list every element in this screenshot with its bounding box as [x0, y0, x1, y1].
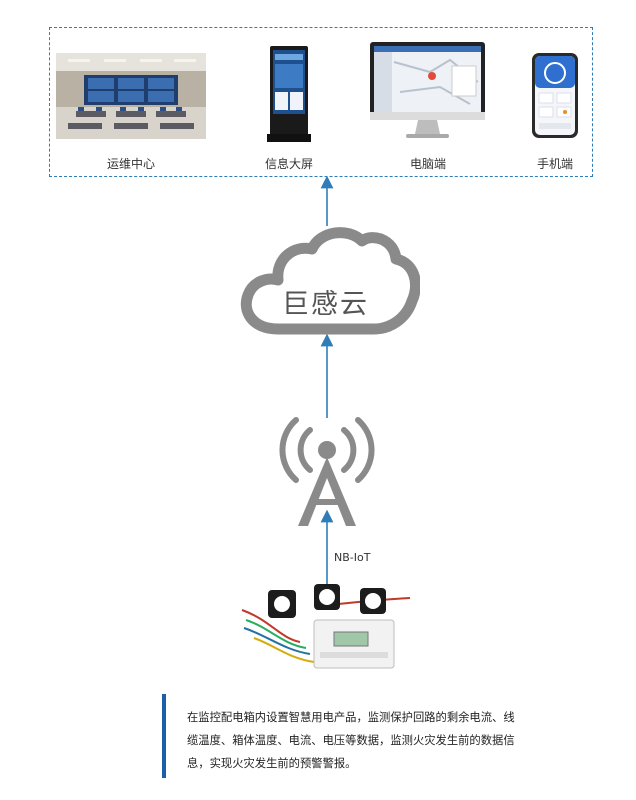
description-accent-bar [162, 694, 166, 778]
cloud-label: 巨感云 [282, 282, 369, 321]
meter-device-image [240, 580, 412, 672]
nb-iot-label: NB-IoT [334, 551, 370, 564]
description-text: 在监控配电箱内设置智慧用电产品，监测保护回路的剩余电流、线缆温度、箱体温度、电流… [187, 706, 517, 775]
tower-icon [272, 412, 382, 530]
